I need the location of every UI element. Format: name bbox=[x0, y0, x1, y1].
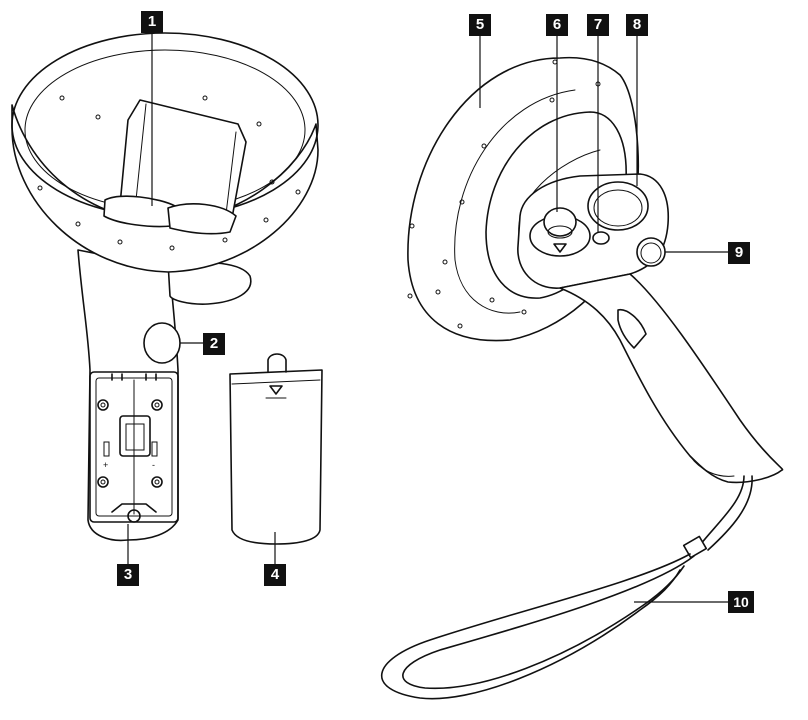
wrist-strap bbox=[382, 476, 752, 699]
callout-1: 1 bbox=[141, 11, 163, 33]
callout-7: 7 bbox=[587, 14, 609, 36]
callout-5: 5 bbox=[469, 14, 491, 36]
right-menu-button bbox=[593, 232, 609, 244]
callout-2: 2 bbox=[203, 333, 225, 355]
left-handle bbox=[78, 250, 178, 540]
callout-8: 8 bbox=[626, 14, 648, 36]
callout-4: 4 bbox=[264, 564, 286, 586]
battery-cover bbox=[230, 354, 322, 544]
callout-3: 3 bbox=[117, 564, 139, 586]
right-thumbstick bbox=[544, 208, 576, 236]
callout-9: 9 bbox=[728, 242, 750, 264]
right-handle bbox=[560, 274, 783, 482]
battery-minus-mark: - bbox=[152, 460, 155, 470]
callout-10: 10 bbox=[728, 591, 754, 613]
battery-plus-mark: + bbox=[103, 460, 108, 470]
right-touchpad bbox=[588, 182, 648, 230]
callout-6: 6 bbox=[546, 14, 568, 36]
left-tracking-ring bbox=[12, 33, 318, 272]
left-side-button bbox=[144, 323, 180, 363]
